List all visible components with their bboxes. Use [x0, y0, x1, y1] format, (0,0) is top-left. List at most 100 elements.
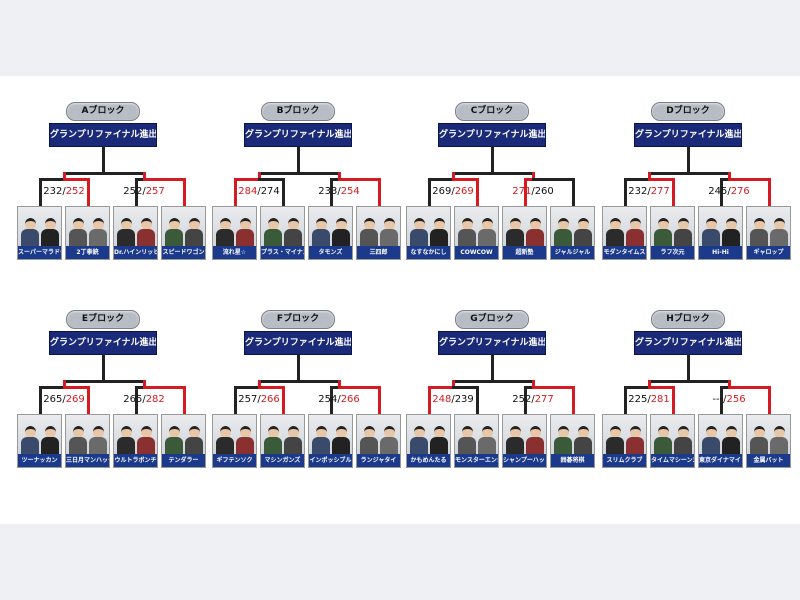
- final-advance-banner: グランプリファイナル進出: [438, 331, 546, 355]
- team-photo: [407, 415, 450, 456]
- comedian-figure: [702, 218, 720, 248]
- team-card[interactable]: シャンプーハット: [502, 414, 547, 468]
- comedian-body: [554, 437, 572, 456]
- team-card[interactable]: ジャルジャル: [550, 206, 595, 260]
- team-photo: [261, 415, 304, 456]
- score-right: 269: [65, 394, 85, 405]
- comedian-head: [510, 426, 521, 438]
- comedian-head: [482, 218, 493, 230]
- score-left: 257: [238, 394, 258, 405]
- final-advance-banner: グランプリファイナル進出: [244, 331, 352, 355]
- team-name: タイムマシーン3号: [651, 454, 694, 467]
- team-card[interactable]: マシンガンズ: [260, 414, 305, 468]
- match-1-stem: [258, 380, 261, 388]
- match-2-left-bar: [524, 386, 534, 389]
- match-1-right-bar: [452, 386, 478, 389]
- team-card[interactable]: 東京ダイナマイト: [698, 414, 743, 468]
- team-photo: [551, 207, 594, 248]
- team-card[interactable]: タイムマシーン3号: [650, 414, 695, 468]
- comedian-body: [69, 437, 87, 456]
- team-card[interactable]: スーパーマラドーナ: [17, 206, 62, 260]
- team-3-drop: [720, 386, 723, 414]
- comedian-figure: [722, 218, 740, 248]
- comedian-body: [312, 437, 330, 456]
- team-card[interactable]: モダンタイムス: [602, 206, 647, 260]
- comedian-body: [654, 437, 672, 456]
- team-name: スピードワゴン: [162, 246, 205, 259]
- team-card[interactable]: ランジャタイ: [356, 414, 401, 468]
- comedian-figure: [165, 426, 183, 456]
- team-card[interactable]: モンスターエンジン: [454, 414, 499, 468]
- score-right: 266: [340, 394, 360, 405]
- team-card[interactable]: 流れ星☆: [212, 206, 257, 260]
- comedian-body: [236, 229, 254, 248]
- bracket-top-bar: [648, 380, 730, 383]
- comedian-figure: [674, 218, 692, 248]
- team-card[interactable]: ラフ次元: [650, 206, 695, 260]
- final-advance-banner: グランプリファイナル進出: [634, 331, 742, 355]
- comedian-figure: [137, 426, 155, 456]
- match-1-right-bar: [452, 178, 478, 181]
- score-left: 265: [43, 394, 63, 405]
- team-photo: [162, 207, 205, 248]
- team-card[interactable]: ウルトラボンチ: [113, 414, 158, 468]
- team-card[interactable]: ギフテンソク: [212, 414, 257, 468]
- comedian-body: [89, 437, 107, 456]
- team-card[interactable]: Dr.ハインリッヒ: [113, 206, 158, 260]
- team-name: テンダラー: [162, 454, 205, 467]
- comedian-body: [430, 229, 448, 248]
- comedian-body: [21, 229, 39, 248]
- team-card[interactable]: インポッシブル: [308, 414, 353, 468]
- team-3-drop: [330, 178, 333, 206]
- team-card[interactable]: かもめんたる: [406, 414, 451, 468]
- team-card[interactable]: なすなかにし: [406, 206, 451, 260]
- team-card[interactable]: Hi-Hi: [698, 206, 743, 260]
- block-label: Dブロック: [651, 102, 725, 121]
- team-card[interactable]: プラス・マイナス: [260, 206, 305, 260]
- team-card[interactable]: スピードワゴン: [161, 206, 206, 260]
- team-card[interactable]: 金属バット: [746, 414, 791, 468]
- comedian-body: [458, 437, 476, 456]
- team-card[interactable]: 三四郎: [356, 206, 401, 260]
- team-1-drop: [624, 386, 627, 414]
- match-2-right-bar: [728, 178, 770, 181]
- match-1-stem: [648, 172, 651, 180]
- comedian-figure: [360, 426, 378, 456]
- score-right: 254: [340, 186, 360, 197]
- team-card[interactable]: ツーナッカン: [17, 414, 62, 468]
- score-right: 266: [260, 394, 280, 405]
- comedian-head: [141, 426, 152, 438]
- tournament-canvas: Aブロックグランプリファイナル進出232/252252/257スーパーマラドーナ…: [0, 76, 800, 524]
- comedian-figure: [216, 218, 234, 248]
- comedian-head: [25, 218, 36, 230]
- team-card[interactable]: 囲碁将棋: [550, 414, 595, 468]
- team-card[interactable]: タモンズ: [308, 206, 353, 260]
- team-card[interactable]: COWCOW: [454, 206, 499, 260]
- score-left: 252: [123, 186, 143, 197]
- comedian-body: [332, 229, 350, 248]
- team-card[interactable]: ギャロップ: [746, 206, 791, 260]
- match-2-left-bar: [720, 386, 730, 389]
- team-card[interactable]: テンダラー: [161, 414, 206, 468]
- match-2-left-bar: [135, 178, 145, 181]
- team-card[interactable]: 三日月マンハッタン: [65, 414, 110, 468]
- match-2-score: ---/256: [704, 394, 754, 405]
- team-4-drop: [378, 386, 381, 414]
- comedian-body: [410, 229, 428, 248]
- comedian-figure: [185, 426, 203, 456]
- comedian-body: [574, 229, 592, 248]
- team-name: 流れ星☆: [213, 246, 256, 259]
- team-name: Dr.ハインリッヒ: [114, 246, 157, 259]
- block-label: Fブロック: [261, 310, 335, 329]
- team-card[interactable]: 2丁拳銃: [65, 206, 110, 260]
- team-card[interactable]: 超新塾: [502, 206, 547, 260]
- match-1-left-bar: [624, 386, 650, 389]
- comedian-head: [268, 218, 279, 230]
- team-name: スーパーマラドーナ: [18, 246, 61, 259]
- comedian-body: [117, 229, 135, 248]
- team-1-drop: [624, 178, 627, 206]
- team-card[interactable]: スリムクラブ: [602, 414, 647, 468]
